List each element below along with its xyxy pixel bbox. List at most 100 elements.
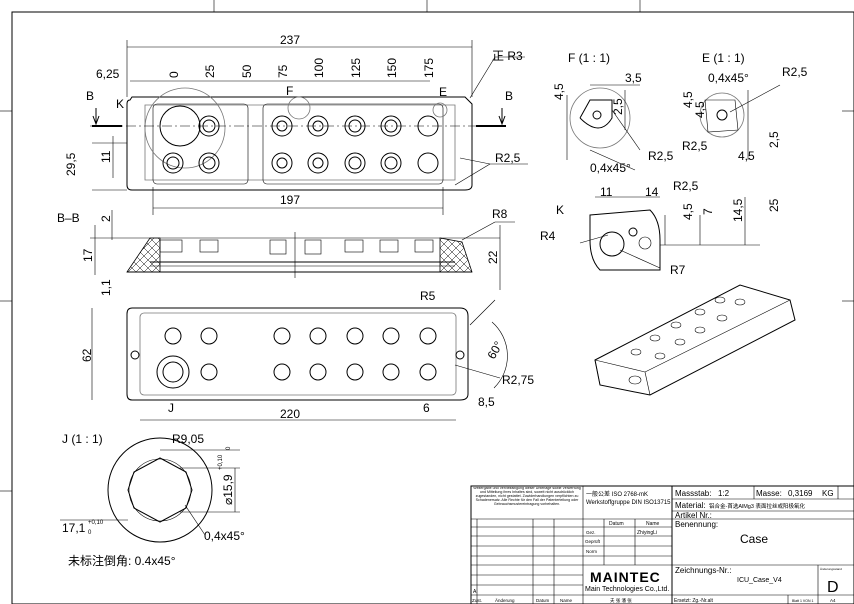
mass-unit: KG: [822, 489, 834, 498]
radius-corner: 正 R3: [492, 49, 523, 63]
detail-e-dim-4-5a: 4,5: [681, 91, 695, 108]
drawing-no-label: Zeichnungs-Nr.:: [675, 566, 731, 575]
part-name: Case: [740, 532, 768, 546]
copyright-notice: Weitergabe und Vervielfältigung dieser U…: [473, 487, 581, 506]
company-logo: MAINTEC: [590, 569, 661, 585]
radius-r8: R8: [492, 207, 508, 221]
position-label: 75: [276, 64, 290, 78]
scale-value: 1:2: [718, 489, 730, 498]
anderung-label: Änderung: [495, 597, 515, 603]
bottom-view: 62 220 6 8,5 R5 R2,75 60° J: [80, 289, 534, 421]
position-labels: 0 25 50 75 100 125 150 175: [167, 58, 436, 78]
position-label: 25: [203, 64, 217, 78]
benennung-label: Benennung:: [675, 520, 718, 529]
bottom-holes: [130, 327, 465, 389]
section-view: B–B 2 17 1,1 22 R8: [57, 207, 515, 296]
dim-62: 62: [80, 348, 94, 362]
name-header: Name: [646, 521, 660, 527]
detail-j-tol-lower: 0: [226, 446, 232, 450]
scale-label: Massstab:: [675, 489, 711, 498]
datum-label: Datum: [536, 598, 550, 603]
detail-f-title: F (1 : 1): [568, 51, 610, 65]
detail-e-dim-2-5: 2,5: [767, 131, 781, 148]
radius-slot: R2,5: [495, 151, 521, 165]
detail-e-dim-4-5b: 4,5: [693, 101, 707, 118]
dim-220: 220: [280, 407, 300, 421]
detail-f-dim-4-5: 4,5: [552, 83, 566, 100]
detail-j-chamfer: 0,4x45°: [204, 529, 245, 543]
dim-height: 29,5: [64, 152, 78, 176]
detail-label-j: J: [168, 401, 174, 415]
gez-label: Gez.: [586, 530, 596, 535]
general-chamfer-note: 未标注倒角: 0.4x45°: [68, 553, 176, 568]
detail-f-radius: R2,5: [648, 149, 674, 163]
detail-e-chamfer: 0,4x45°: [708, 71, 749, 85]
detail-f: F (1 : 1) 3,5 4,5 2,5 0,4x45° R2,5: [552, 51, 674, 175]
detail-j-title: J (1 : 1): [62, 432, 103, 446]
section-marker-right: B: [505, 89, 513, 103]
detail-label-f: F: [286, 84, 293, 98]
position-label: 0: [167, 71, 181, 78]
datum-header: Datum: [609, 521, 624, 527]
detail-label-e: E: [439, 85, 447, 99]
position-label: 175: [422, 58, 436, 78]
dim-overall-width: 237: [280, 33, 300, 47]
dim-17: 17: [81, 248, 95, 262]
detail-e-radius-b: R2,5: [682, 139, 708, 153]
signature-cn: 夫 张 潘 张: [610, 597, 632, 604]
detail-f-dim-2-5: 2,5: [611, 98, 625, 115]
position-label: 100: [312, 58, 326, 78]
detail-label-k: K: [116, 97, 124, 111]
rev-row-a: A: [473, 589, 477, 595]
dim-22: 22: [486, 250, 500, 264]
detail-j-tol-upper: +0,10: [218, 454, 224, 470]
detail-k-dim-14: 14: [645, 185, 659, 199]
mass-value: 0,3169: [788, 489, 813, 498]
title-block: Weitergabe und Vervielfältigung dieser U…: [470, 485, 854, 604]
detail-k-radius-r7: R7: [670, 263, 686, 277]
position-label: 50: [240, 64, 254, 78]
article-label: Artikel Nr.:: [675, 511, 712, 520]
connector-holes: [162, 96, 448, 174]
radius-r5: R5: [420, 289, 436, 303]
detail-k-label: K: [556, 203, 564, 217]
detail-e-radius-a: R2,5: [782, 65, 808, 79]
zust-label: Zust.: [472, 598, 482, 603]
detail-k-radius-r4: R4: [540, 229, 556, 243]
dim-offset: 6,25: [96, 67, 120, 81]
detail-k-dim-11: 11: [600, 185, 613, 199]
detail-j-depth: 17,1: [62, 521, 86, 535]
drawing-no-value: ICU_Case_V4: [737, 577, 782, 584]
dim-2: 2: [99, 215, 113, 222]
detail-j-depth-tol-upper: +0,10: [88, 520, 104, 526]
position-label: 150: [385, 58, 399, 78]
ersetzt-label: Ersetzt: Zg.-Nr.alt: [674, 598, 714, 604]
detail-f-dim-3-5: 3,5: [625, 71, 642, 85]
dim-8-5: 8,5: [478, 395, 495, 409]
material-label: Material:: [675, 501, 706, 510]
detail-j-diameter: ⌀15,9: [221, 474, 235, 505]
detail-k-dim-7: 7: [701, 208, 715, 215]
revision-value: D: [827, 579, 839, 596]
top-view: 237 6,25 0 25 50 75 100 125 150 175 197 …: [64, 33, 528, 215]
format-label: A4: [830, 598, 836, 603]
detail-k-dim-25: 25: [767, 198, 781, 212]
dim-1-1: 1,1: [99, 279, 113, 296]
dim-pitch-span: 197: [280, 193, 300, 207]
detail-e: E (1 : 1) 0,4x45° R2,5 R2,5 4,5 4,5 2,5 …: [681, 51, 808, 163]
detail-e-dim-4-5c: 4,5: [738, 149, 755, 163]
gepruft-label: Geprüft: [585, 539, 601, 544]
detail-j: J (1 : 1) R9,05 ⌀15,9 +0,10 0 17,1 +0,10…: [60, 432, 245, 543]
dim-hole-offset: 11: [99, 150, 113, 163]
angle-60: 60°: [484, 339, 505, 362]
material-value: 铝合金-首选AlMg3 表面拉丝或阳极氧化: [709, 502, 805, 510]
detail-j-depth-tol-lower: 0: [88, 530, 92, 536]
radius-r2-75: R2,75: [502, 373, 534, 387]
norm-label: Norm: [586, 549, 597, 554]
isometric-view: [594, 284, 796, 396]
detail-k-dim-14-5: 14,5: [731, 198, 745, 222]
name-label: Name: [560, 598, 573, 603]
detail-j-radius: R9,05: [172, 432, 204, 446]
